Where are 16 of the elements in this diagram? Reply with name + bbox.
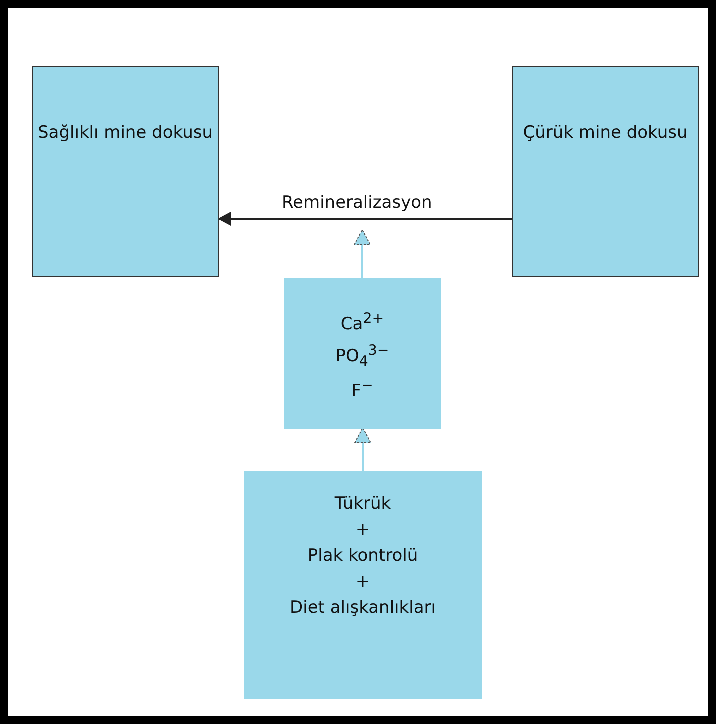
box-text: + [356,571,370,594]
box-text: Sağlıklı mine dokusu [38,122,213,144]
arrow [354,428,372,471]
box-text: Plak kontrolü [308,545,418,568]
box-text: + [356,519,370,542]
arrow [354,230,371,278]
box-text: Diet alışkanlıkları [290,597,436,620]
process-box [284,278,441,429]
process-box [244,471,482,699]
box-text: F$^{−}$ [352,377,374,403]
box-text: Çürük mine dokusu [523,122,688,144]
process-box [32,66,219,277]
process-box [512,66,699,277]
box-text: Ca$^{2+}$ [340,310,384,336]
arrow [218,212,512,226]
box-text: Tükrük [334,493,392,516]
